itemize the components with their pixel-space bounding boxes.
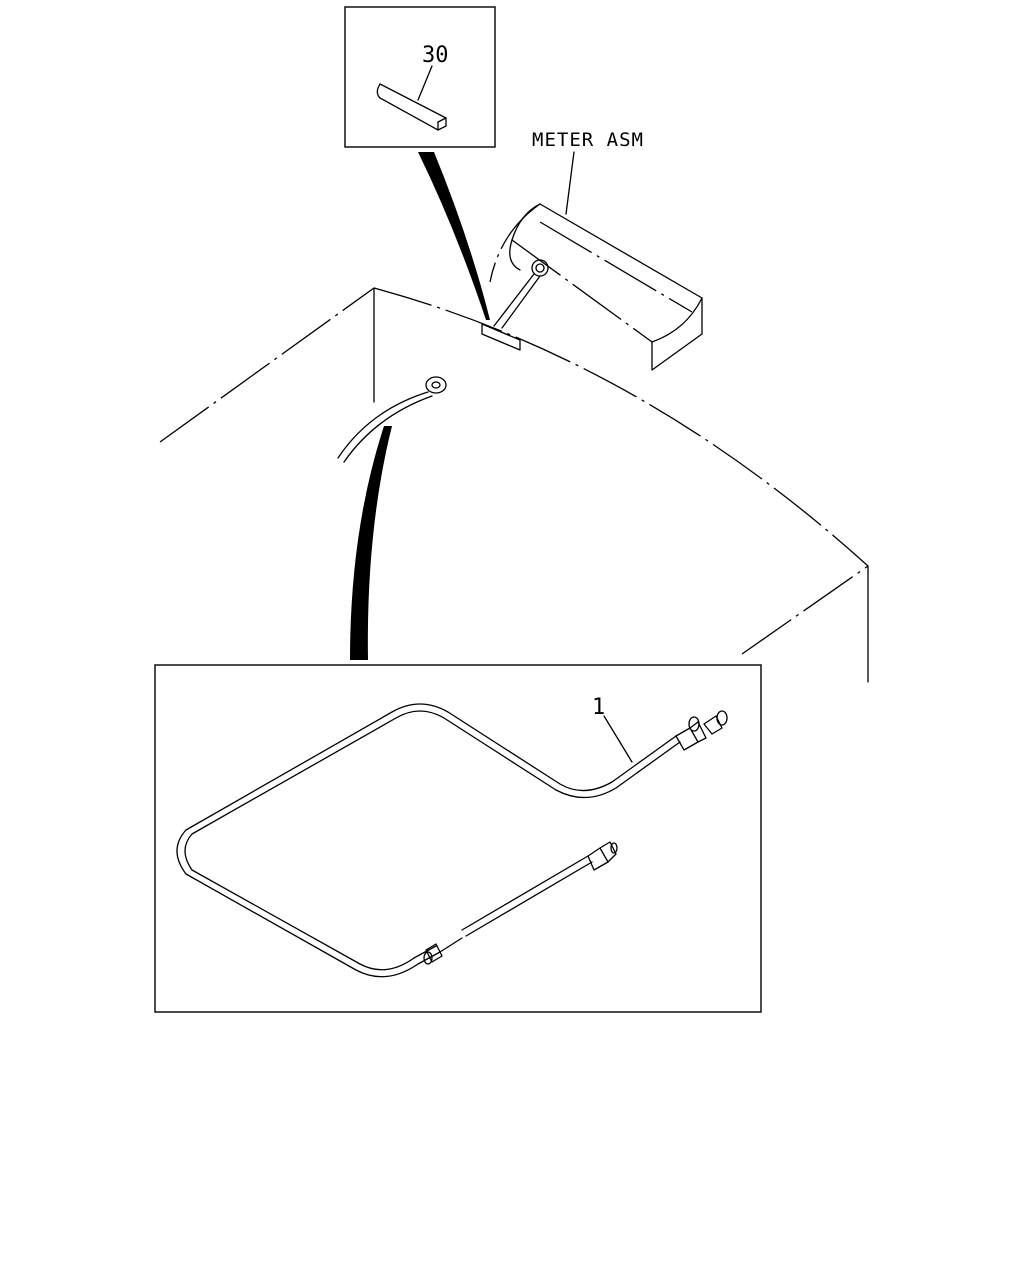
bottom-inset: 1 [154,664,762,1013]
dashboard-grommet [337,376,447,463]
dashboard-outline [159,287,869,683]
cable-lower-nut [423,943,443,965]
bottom-inset-frame [154,664,762,1013]
part-30-callout: 30 [422,43,449,68]
cable-callout-leader [603,715,633,763]
top-inset-frame [344,6,496,148]
cable-lower-fitting [587,841,618,871]
meter-assembly-leader [565,151,575,215]
top-inset-callout-wedge [418,152,490,320]
cable-outer-line [176,703,677,978]
meter-assembly [481,203,703,371]
cable-inner-line [184,710,681,971]
meter-assembly-label: METER ASM [532,129,644,151]
part-30-strip [376,83,447,131]
cable-upper-fitting [675,710,728,751]
top-inset: 30 [344,6,496,320]
bottom-inset-callout-wedge [350,426,392,660]
cable-callout: 1 [592,695,605,720]
